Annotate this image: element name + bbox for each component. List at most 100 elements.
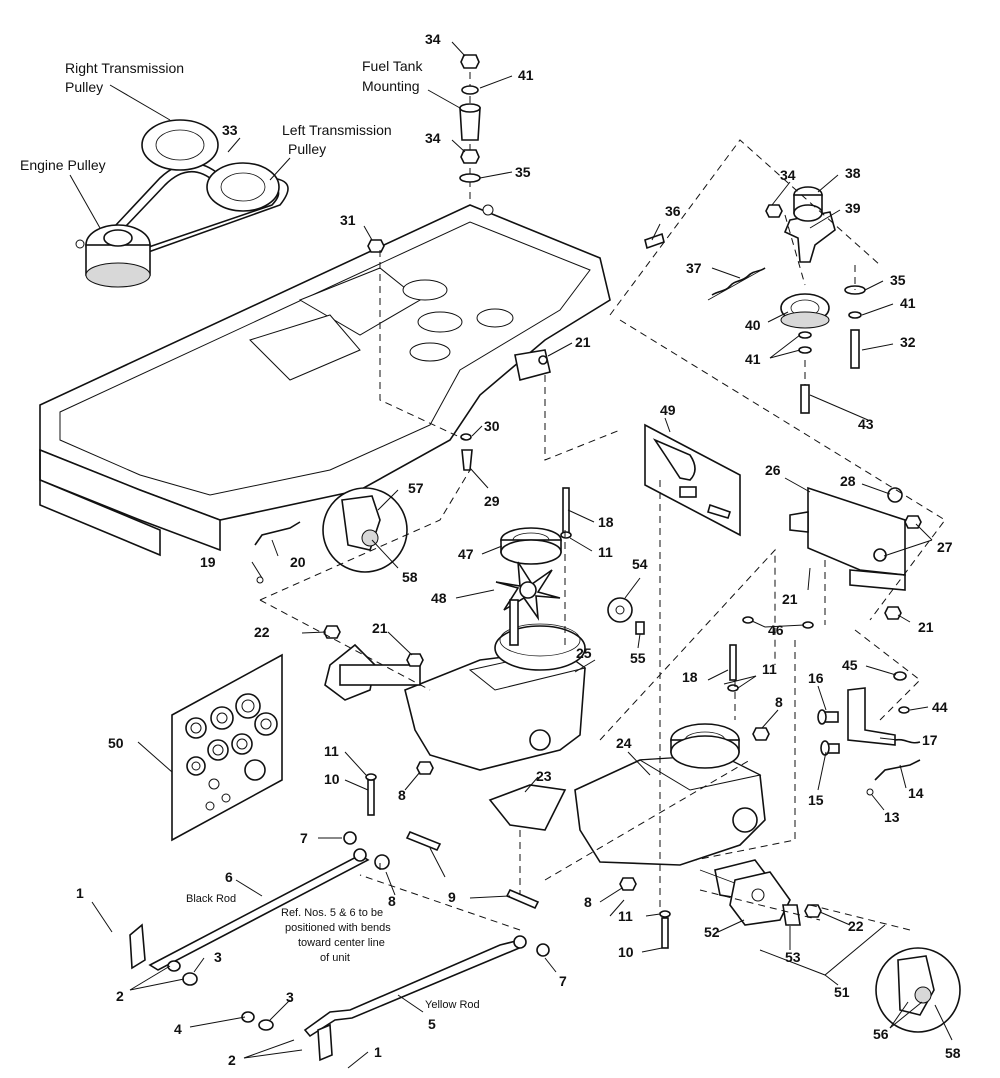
frame — [39, 204, 611, 557]
callout-45: 45 — [842, 657, 858, 673]
callout-8: 8 — [398, 787, 406, 803]
callout-34: 34 — [425, 31, 441, 47]
callout-9: 9 — [448, 889, 456, 905]
parts-19-20 — [254, 239, 548, 584]
callout-35: 35 — [890, 272, 906, 288]
note-line-3: toward center line — [298, 937, 385, 949]
callout-52: 52 — [704, 924, 720, 940]
callout-11: 11 — [762, 661, 777, 677]
callout-31: 31 — [340, 212, 356, 228]
callout-32: 32 — [900, 334, 916, 350]
callout-55: 55 — [630, 650, 646, 666]
callout-28: 28 — [840, 473, 856, 489]
belt-assembly — [75, 119, 289, 288]
label-engine-pulley: Engine Pulley — [20, 157, 106, 173]
callout-13: 13 — [884, 809, 900, 825]
callout-21: 21 — [918, 619, 934, 635]
callout-34: 34 — [780, 167, 796, 183]
callout-21: 21 — [372, 620, 388, 636]
callout-4: 4 — [174, 1021, 182, 1037]
callout-27: 27 — [937, 539, 953, 555]
callout-10: 10 — [324, 771, 340, 787]
label-left-transmission-pulley-line1: Left Transmission — [282, 122, 392, 138]
callout-24: 24 — [616, 735, 632, 751]
callout-16: 16 — [808, 670, 824, 686]
callout-11: 11 — [618, 908, 633, 924]
callout-40: 40 — [745, 317, 761, 333]
callout-2: 2 — [116, 988, 124, 1004]
bolts — [365, 487, 739, 949]
right-transmission — [574, 723, 822, 926]
callout-56: 56 — [873, 1026, 889, 1042]
label-fuel-tank-mounting-line1: Fuel Tank — [362, 58, 423, 74]
callout-6: 6 — [225, 869, 233, 885]
callout-47: 47 — [458, 546, 474, 562]
callout-53: 53 — [785, 949, 801, 965]
label-right-transmission-pulley-line2: Pulley — [65, 79, 103, 95]
callout-22: 22 — [254, 624, 270, 640]
bracket-23 — [488, 784, 567, 831]
callout-15: 15 — [808, 792, 824, 808]
callout-46: 46 — [768, 622, 784, 638]
note-line-2: positioned with bends — [285, 922, 391, 934]
detail-56-58 — [875, 947, 961, 1033]
callout-44: 44 — [932, 699, 948, 715]
label-left-transmission-pulley-line2: Pulley — [288, 141, 326, 157]
callout-34: 34 — [425, 130, 441, 146]
callout-38: 38 — [845, 165, 861, 181]
callout-43: 43 — [858, 416, 874, 432]
left-transmission — [323, 527, 587, 771]
callout-50: 50 — [108, 735, 124, 751]
callout-20: 20 — [290, 554, 306, 570]
note-line-1: Ref. Nos. 5 & 6 to be — [281, 907, 383, 919]
callout-57: 57 — [408, 480, 424, 496]
callout-17: 17 — [922, 732, 938, 748]
callout-36: 36 — [665, 203, 681, 219]
callout-41: 41 — [745, 351, 761, 367]
callout-37: 37 — [686, 260, 702, 276]
bracket-26 — [789, 486, 922, 620]
idler-assembly — [644, 186, 866, 414]
callout-19: 19 — [200, 554, 216, 570]
callout-35: 35 — [515, 164, 531, 180]
callout-33: 33 — [222, 122, 238, 138]
callout-3: 3 — [214, 949, 222, 965]
callout-48: 48 — [431, 590, 447, 606]
callout-21: 21 — [575, 334, 591, 350]
rods — [129, 831, 550, 1062]
callout-10: 10 — [618, 944, 634, 960]
callout-41: 41 — [518, 67, 534, 83]
kit-50 — [171, 653, 283, 842]
callout-8: 8 — [775, 694, 783, 710]
callout-2: 2 — [228, 1052, 236, 1068]
label-right-transmission-pulley-line1: Right Transmission — [65, 60, 184, 76]
callout-18: 18 — [598, 514, 614, 530]
leader-lines — [69, 41, 953, 1069]
label-fuel-tank-mounting-line2: Mounting — [362, 78, 420, 94]
callout-58: 58 — [402, 569, 418, 585]
callout-21: 21 — [782, 591, 798, 607]
dashed-lines — [259, 139, 946, 931]
callout-25: 25 — [576, 645, 592, 661]
callout-49: 49 — [660, 402, 676, 418]
callout-7: 7 — [559, 973, 567, 989]
detail-57-58 — [322, 487, 408, 573]
callout-8: 8 — [388, 893, 396, 909]
callout-58: 58 — [945, 1045, 961, 1061]
callout-3: 3 — [286, 989, 294, 1005]
callout-8: 8 — [584, 894, 592, 910]
callout-54: 54 — [632, 556, 648, 572]
label-yellow-rod: Yellow Rod — [425, 999, 480, 1011]
text-labels: Right Transmission Pulley Left Transmiss… — [20, 58, 480, 1011]
sprocket-54 — [607, 597, 645, 635]
label-black-rod: Black Rod — [186, 893, 236, 905]
callout-39: 39 — [845, 200, 861, 216]
fuel-tank-mount — [459, 54, 481, 200]
callout-1: 1 — [76, 885, 84, 901]
callout-30: 30 — [484, 418, 500, 434]
callout-23: 23 — [536, 768, 552, 784]
callout-14: 14 — [908, 785, 924, 801]
callout-18: 18 — [682, 669, 698, 685]
callout-numbers: 34 41 34 35 33 31 36 37 34 38 39 35 41 4… — [76, 31, 961, 1068]
